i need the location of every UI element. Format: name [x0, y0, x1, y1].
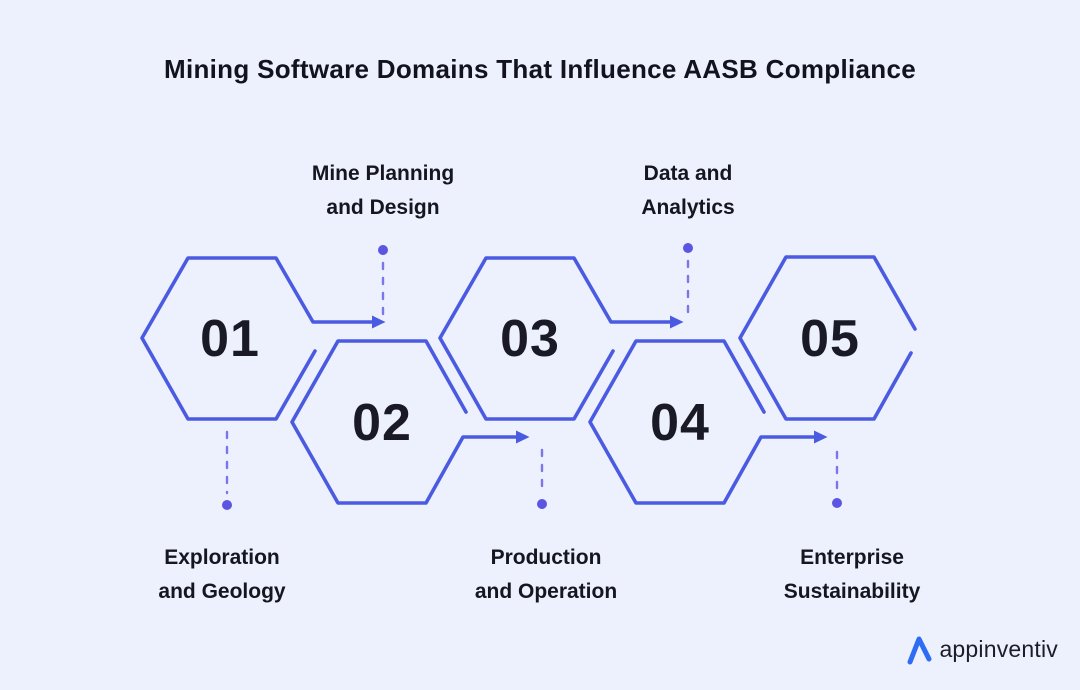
hexagon-01-outline	[140, 256, 374, 421]
step-number-05: 05	[800, 310, 860, 368]
arrow-01-head	[372, 315, 386, 329]
step-label-line: Sustainability	[783, 580, 921, 603]
step-label-line: Mine Planning	[311, 162, 455, 185]
step-number-01: 01	[200, 310, 260, 368]
step-label-line: and Operation	[474, 580, 618, 603]
connector-dot-above-02	[378, 245, 388, 255]
step-number-02: 02	[352, 394, 412, 452]
connector-dot-below-03	[537, 499, 547, 509]
connector-dot-above-04	[683, 243, 693, 253]
brand-name: appinventiv	[939, 635, 1058, 662]
step-label-data-and-analytics: Data and Analytics	[641, 157, 734, 225]
step-label-line: Production	[490, 546, 602, 569]
step-label-exploration-and-geology: Exploration and Geology	[158, 541, 285, 609]
step-label-line: and Design	[326, 196, 440, 219]
step-label-line: Exploration	[164, 546, 280, 569]
connector-dot-below-05	[832, 498, 842, 508]
step-number-03: 03	[500, 310, 560, 368]
hexagon-02-outline	[290, 339, 518, 505]
arrow-03-head	[670, 315, 684, 329]
step-label-mine-planning-and-design: Mine Planning and Design	[312, 157, 454, 225]
step-label-line: Data and	[643, 162, 733, 185]
step-label-line: and Geology	[158, 580, 286, 603]
step-label-line: Analytics	[641, 196, 735, 219]
step-label-enterprise-sustainability: Enterprise Sustainability	[784, 541, 921, 609]
step-number-04: 04	[650, 394, 710, 452]
appinventiv-logo-icon	[907, 636, 932, 665]
hexagon-05-outline	[738, 255, 917, 421]
brand-logo: appinventiv	[906, 633, 1058, 665]
arrow-02-head	[516, 430, 530, 444]
page-title: Mining Software Domains That Influence A…	[164, 54, 916, 84]
arrow-04-head	[814, 430, 828, 444]
hexagon-04-outline	[588, 339, 816, 505]
hexagon-03-outline	[438, 256, 672, 421]
step-label-production-and-operation: Production and Operation	[475, 541, 617, 609]
step-label-line: Enterprise	[800, 546, 904, 569]
connector-dot-below-01	[222, 500, 232, 510]
